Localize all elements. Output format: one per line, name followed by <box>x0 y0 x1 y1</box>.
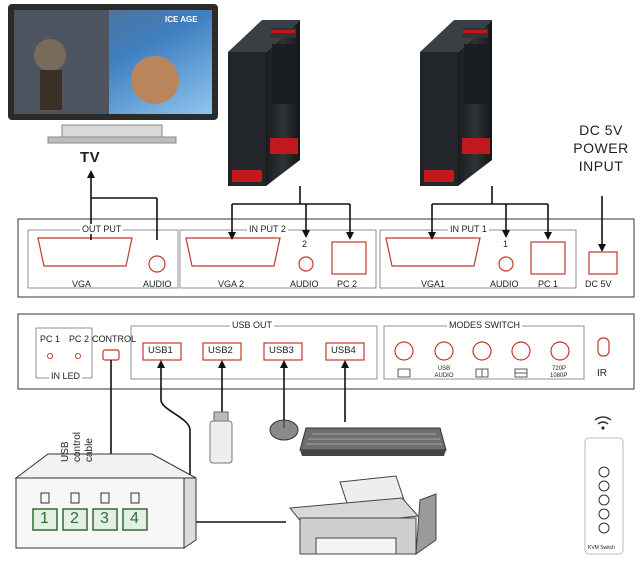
pc2-usb-port <box>331 241 367 275</box>
cable-line1: USB <box>60 441 71 462</box>
mode-button-4 <box>511 341 531 361</box>
mode-button-3 <box>472 341 492 361</box>
remote-label: KVM Switch <box>588 545 615 551</box>
control-led-4 <box>130 492 140 504</box>
pc2-tower <box>228 20 300 186</box>
control-button-3-label: 3 <box>100 510 109 527</box>
audio1-port <box>498 256 514 272</box>
vga2-port <box>185 237 281 267</box>
input1-title: IN PUT 1 <box>448 224 489 234</box>
control-button-4 <box>122 508 148 531</box>
usb2-label: USB2 <box>208 345 233 356</box>
usb-control-box <box>14 453 197 549</box>
input1-number: 1 <box>503 239 509 249</box>
tv-label: TV <box>80 149 101 166</box>
led-pc2-label: PC 2 <box>69 334 90 344</box>
usb1-label: USB1 <box>148 345 173 356</box>
control-led-2 <box>70 492 80 504</box>
vga1-port <box>385 237 481 267</box>
usb-out-title: USB OUT <box>230 320 275 330</box>
audio2-port <box>298 256 314 272</box>
vga-out-port <box>37 237 133 267</box>
modes-title: MODES SWITCH <box>447 320 522 330</box>
input2-title: IN PUT 2 <box>247 224 288 234</box>
control-led-1 <box>40 492 50 504</box>
mouse <box>269 419 299 441</box>
pc1-tower <box>420 20 492 186</box>
vga1-label: VGA1 <box>421 279 446 289</box>
vga-label: VGA <box>72 279 92 289</box>
usb-control-cable-label: USB control cable <box>60 432 96 462</box>
power-line1: DC 5V <box>579 122 623 138</box>
cable-line3: cable <box>84 438 95 462</box>
vga2-label: VGA 2 <box>218 279 245 289</box>
audio-out-port <box>148 255 166 273</box>
tv-screen-logo: ICE AGE <box>165 15 198 24</box>
mode-button-2 <box>434 341 454 361</box>
mode-icon-1 <box>397 368 411 378</box>
control-button-1 <box>32 508 58 531</box>
tv-monitor <box>8 4 218 144</box>
control-button-2 <box>62 508 88 531</box>
pc1-usb-port <box>530 241 566 275</box>
mode-720p-label: 720P <box>552 366 567 372</box>
output-title: OUT PUT <box>80 224 124 234</box>
audio1-label: AUDIO <box>490 279 519 289</box>
ir-remote <box>584 416 624 555</box>
in-led-label: IN LED <box>49 371 83 381</box>
dc5v-label: DC 5V <box>585 279 612 289</box>
led-pc2 <box>75 353 81 359</box>
printer <box>289 475 437 556</box>
control-button-1-label: 1 <box>40 510 49 527</box>
mode-button-1 <box>394 341 414 361</box>
cable-line2: control <box>72 431 83 462</box>
power-line3: INPUT <box>578 158 624 174</box>
led-pc1-label: PC 1 <box>40 334 61 344</box>
mode-usb-audio-label: USB AUDIO <box>434 366 454 379</box>
ir-sensor <box>597 337 610 357</box>
usb3-label: USB3 <box>269 345 294 356</box>
pc1-label: PC 1 <box>538 279 559 289</box>
ir-label: IR <box>597 368 607 379</box>
control-button-3 <box>92 508 118 531</box>
power-line2: POWER <box>573 140 629 156</box>
mode-1080p-label: 1080P <box>550 373 568 379</box>
pc2-label: PC 2 <box>337 279 358 289</box>
control-led-3 <box>100 492 110 504</box>
keyboard <box>299 427 447 456</box>
control-label: CONTROL <box>92 334 137 344</box>
audio2-label: AUDIO <box>290 279 319 289</box>
control-button-2-label: 2 <box>70 510 79 527</box>
control-button-4-label: 4 <box>130 510 139 527</box>
usb4-label: USB4 <box>331 345 356 356</box>
input2-number: 2 <box>302 239 308 249</box>
dc-power-input-label: DC 5V POWER INPUT <box>565 121 637 175</box>
dc-power-port <box>588 251 618 275</box>
led-pc1 <box>47 353 53 359</box>
usb-flash-drive <box>209 411 233 464</box>
connection-lines <box>87 170 606 523</box>
audio-label: AUDIO <box>143 279 172 289</box>
mode-button-5 <box>550 341 570 361</box>
